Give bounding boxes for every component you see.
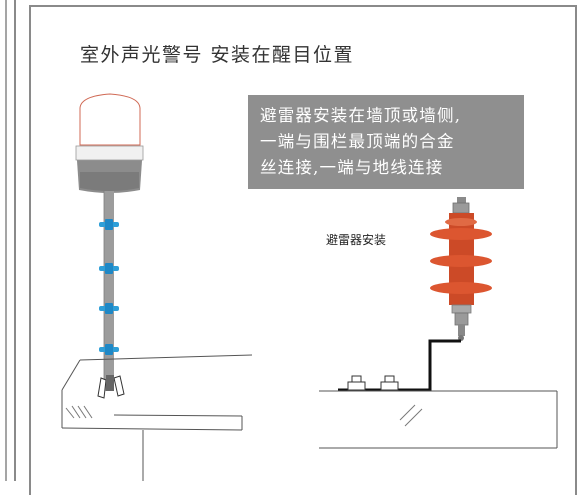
- installation-note: 避雷器安装在墙顶或墙侧, 一端与围栏最顶端的合金 丝连接,一端与地线连接: [248, 95, 524, 189]
- strobe-siren: [75, 93, 144, 193]
- diagram-frame: [29, 5, 577, 495]
- right-wall: [319, 390, 558, 449]
- arrester-shed: [430, 228, 492, 240]
- left-wall: [61, 354, 253, 481]
- note-line-2: 一端与围栏最顶端的合金: [260, 132, 455, 151]
- pole-clip: [99, 344, 119, 355]
- arrester-label: 避雷器安装: [326, 233, 387, 247]
- pole-clip: [99, 263, 119, 274]
- left-border-strip: [0, 0, 16, 481]
- diagram-title: 室外声光警号 安装在醒目位置: [80, 44, 355, 66]
- arrester-shed: [430, 282, 492, 294]
- base-bolts: [347, 375, 399, 391]
- pole-clip: [99, 219, 119, 230]
- pole-bracket: [97, 375, 125, 399]
- lightning-arrester: [430, 197, 492, 341]
- installation-drawing: [61, 93, 558, 481]
- siren-dome: [79, 93, 141, 146]
- note-line-1: 避雷器安装在墙顶或墙侧,: [260, 106, 462, 125]
- pole-clips: [99, 219, 119, 355]
- pole-clip: [99, 303, 119, 314]
- note-line-3: 丝连接,一端与地线连接: [260, 158, 444, 177]
- siren-pole: [104, 191, 114, 391]
- arrester-shed: [430, 255, 492, 267]
- siren-base-band: [75, 145, 144, 161]
